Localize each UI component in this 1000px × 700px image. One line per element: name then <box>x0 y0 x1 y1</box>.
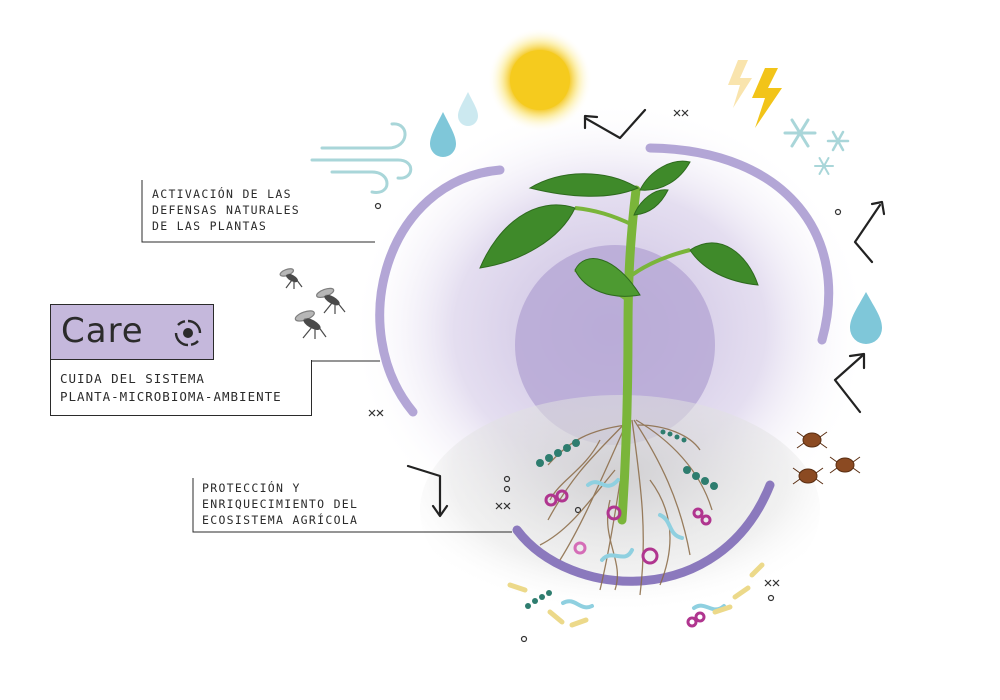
water-drop-icon <box>430 92 882 344</box>
ring-arc-right <box>645 143 834 345</box>
decorative-markers <box>374 202 842 643</box>
mite-icon <box>792 431 861 485</box>
mosquito-icon <box>279 268 346 339</box>
plant-stem <box>617 185 641 525</box>
cross-markers <box>368 109 780 587</box>
care-title: Care <box>61 311 144 351</box>
plant-leaves <box>479 160 759 297</box>
ring-arc-left <box>375 165 505 417</box>
callout-ecosystem: PROTECCIÓN Y ENRIQUECIMIENTO DEL ECOSIST… <box>202 481 359 527</box>
care-subtitle: CUIDA DEL SISTEMA PLANTA-MICROBIOMA-AMBI… <box>60 371 282 404</box>
snowflake-icon <box>783 118 850 175</box>
arrow-icon <box>406 108 886 518</box>
care-title-box: Care <box>50 304 214 360</box>
inner-purple-circle <box>515 245 715 445</box>
plant-illustration <box>479 160 759 596</box>
care-subtitle-box: CUIDA DEL SISTEMA PLANTA-MICROBIOMA-AMBI… <box>50 360 312 416</box>
callout-defenses: ACTIVACIÓN DE LAS DEFENSAS NATURALES DE … <box>152 187 301 233</box>
wind-icon <box>310 122 413 194</box>
ring-arc-bottom <box>512 480 775 586</box>
microbe-icon <box>507 429 765 628</box>
care-logo-icon <box>174 319 202 347</box>
sun-icon <box>488 28 592 132</box>
plant-roots <box>539 419 713 596</box>
system-ring <box>375 143 834 586</box>
lightning-icon <box>728 60 782 128</box>
